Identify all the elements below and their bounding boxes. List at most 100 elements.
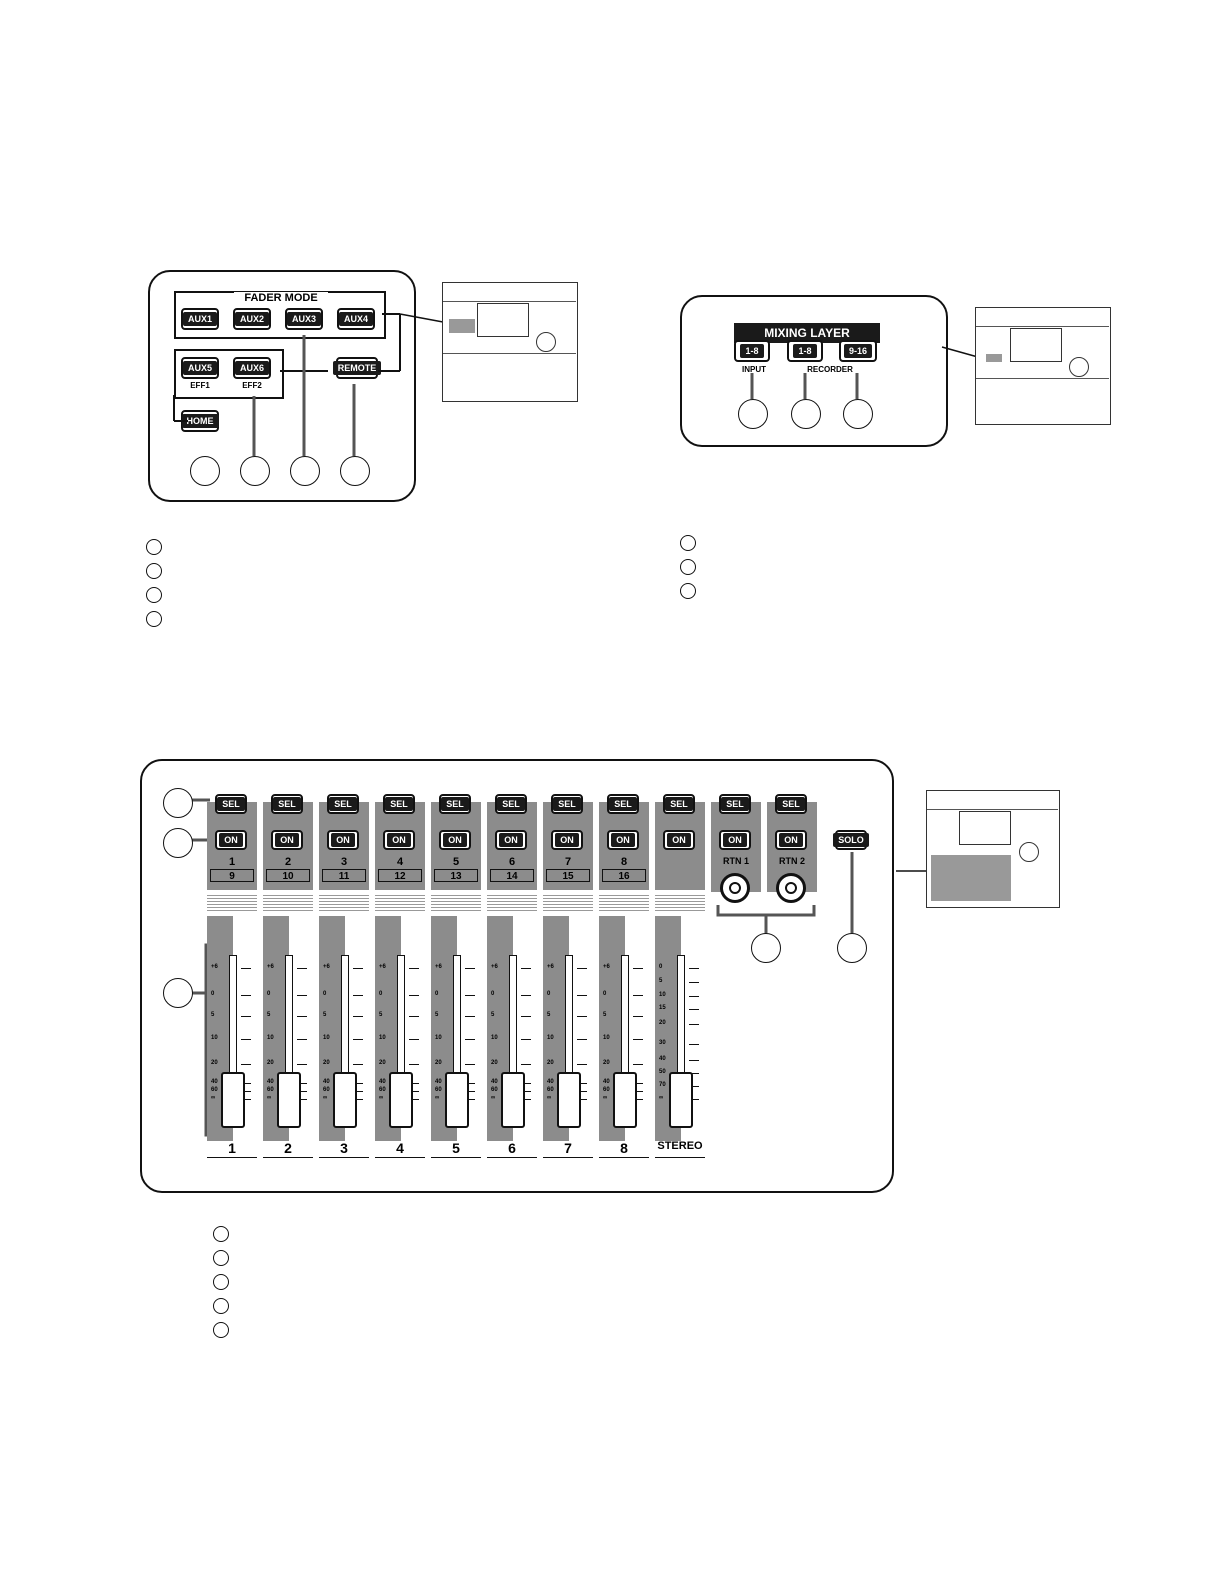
return-label: RTN 2 [778,856,805,866]
strip-hatch [599,895,649,896]
mixing-layer-leader-lines [750,346,986,399]
sel-button[interactable]: SEL [439,794,471,814]
strip-hatch [487,904,537,905]
callout-circle [791,399,821,429]
fader-scale-label: 5 [491,1012,495,1018]
remote-button[interactable]: REMOTE [332,357,382,379]
fader-scale-tick [689,1009,699,1010]
sel-button[interactable]: SEL [775,794,807,814]
fader-scale-tick [521,995,531,996]
aux6-button[interactable]: AUX6 [233,357,271,379]
home-button[interactable]: HOME [181,410,219,432]
fader-knob[interactable] [501,1072,525,1128]
sel-button[interactable]: SEL [719,794,751,814]
layer-recorder-1-8-button[interactable]: 1-8 [787,340,823,362]
fader-scale-tick [297,1039,307,1040]
on-button[interactable]: ON [719,830,751,850]
solo-label: SOLO [833,833,869,847]
fader-knob[interactable] [277,1072,301,1128]
home-label: HOME [181,414,219,428]
fader-scale-label: 60 [323,1087,330,1093]
mixing-layer-title-bar [734,323,880,343]
return-level-knob[interactable] [720,873,750,903]
channel-number-alt: 12 [378,869,422,882]
sel-button-label: SEL [385,797,413,811]
on-button[interactable]: ON [775,830,807,850]
aux1-button[interactable]: AUX1 [181,308,219,330]
solo-button[interactable]: SOLO [833,830,869,850]
fader-scale-label: 60 [547,1087,554,1093]
aux5-button[interactable]: AUX5 [181,357,219,379]
on-button[interactable]: ON [271,830,303,850]
legend-circle [146,587,162,603]
fader-knob[interactable] [445,1072,469,1128]
channel-number: 4 [396,856,404,868]
channel-number: 3 [340,856,348,868]
callout-circle [163,828,193,858]
sel-button[interactable]: SEL [383,794,415,814]
sel-button[interactable]: SEL [551,794,583,814]
layer-input-1-8-button[interactable]: 1-8 [734,340,770,362]
channel-number-alt: 10 [266,869,310,882]
fader-label: 7 [564,1140,572,1156]
fader-knob[interactable] [669,1072,693,1128]
on-button[interactable]: ON [439,830,471,850]
fader-scale-label: 0 [267,991,271,997]
on-button[interactable]: ON [551,830,583,850]
aux1-label: AUX1 [183,312,218,326]
on-button[interactable]: ON [383,830,415,850]
aux3-button[interactable]: AUX3 [285,308,323,330]
strip-hatch [431,898,481,899]
fader-scale-label: 40 [603,1079,610,1085]
strip-hatch [543,895,593,896]
callout-circle [240,456,270,486]
on-button[interactable]: ON [215,830,247,850]
sel-button[interactable]: SEL [607,794,639,814]
strip-hatch [487,895,537,896]
fader-scale-label: 40 [323,1079,330,1085]
sel-button[interactable]: SEL [327,794,359,814]
legend-circle [680,535,696,551]
knob-center [785,882,797,894]
fader-knob[interactable] [613,1072,637,1128]
return-level-knob[interactable] [776,873,806,903]
strip-hatch [655,895,705,896]
fader-scale-label: 0 [659,964,663,970]
strip-hatch [543,910,593,911]
sel-button-label: SEL [273,797,301,811]
fader-scale-label: 10 [323,1035,330,1041]
legend-circle [213,1322,229,1338]
aux4-label: AUX4 [339,312,374,326]
fader-label-underline [319,1157,369,1158]
fader-scale-label: 20 [211,1060,218,1066]
fader-knob[interactable] [557,1072,581,1128]
sel-button[interactable]: SEL [271,794,303,814]
layer-recorder-9-16-button[interactable]: 9-16 [839,340,877,362]
aux4-button[interactable]: AUX4 [337,308,375,330]
strip-hatch [375,901,425,902]
on-button[interactable]: ON [495,830,527,850]
aux2-button[interactable]: AUX2 [233,308,271,330]
on-button-label: ON [443,833,467,847]
strip-hatch [655,904,705,905]
strip-hatch [375,904,425,905]
sel-button[interactable]: SEL [495,794,527,814]
on-button[interactable]: ON [327,830,359,850]
strip-hatch [319,901,369,902]
sel-button[interactable]: SEL [215,794,247,814]
fader-scale-label: 40 [211,1079,218,1085]
fader-scale-label: 20 [659,1020,666,1026]
fader-scale-label: 60 [491,1087,498,1093]
fader-scale-tick [521,1091,531,1092]
fader-scale-tick [409,1016,419,1017]
on-button[interactable]: ON [663,830,695,850]
sel-button[interactable]: SEL [663,794,695,814]
fader-scale-label: ∞ [323,1095,328,1101]
return-label: RTN 1 [722,856,749,866]
on-button[interactable]: ON [607,830,639,850]
fader-knob[interactable] [333,1072,357,1128]
fader-scale-tick [241,995,251,996]
aux6-label: AUX6 [235,361,270,375]
fader-knob[interactable] [389,1072,413,1128]
fader-knob[interactable] [221,1072,245,1128]
